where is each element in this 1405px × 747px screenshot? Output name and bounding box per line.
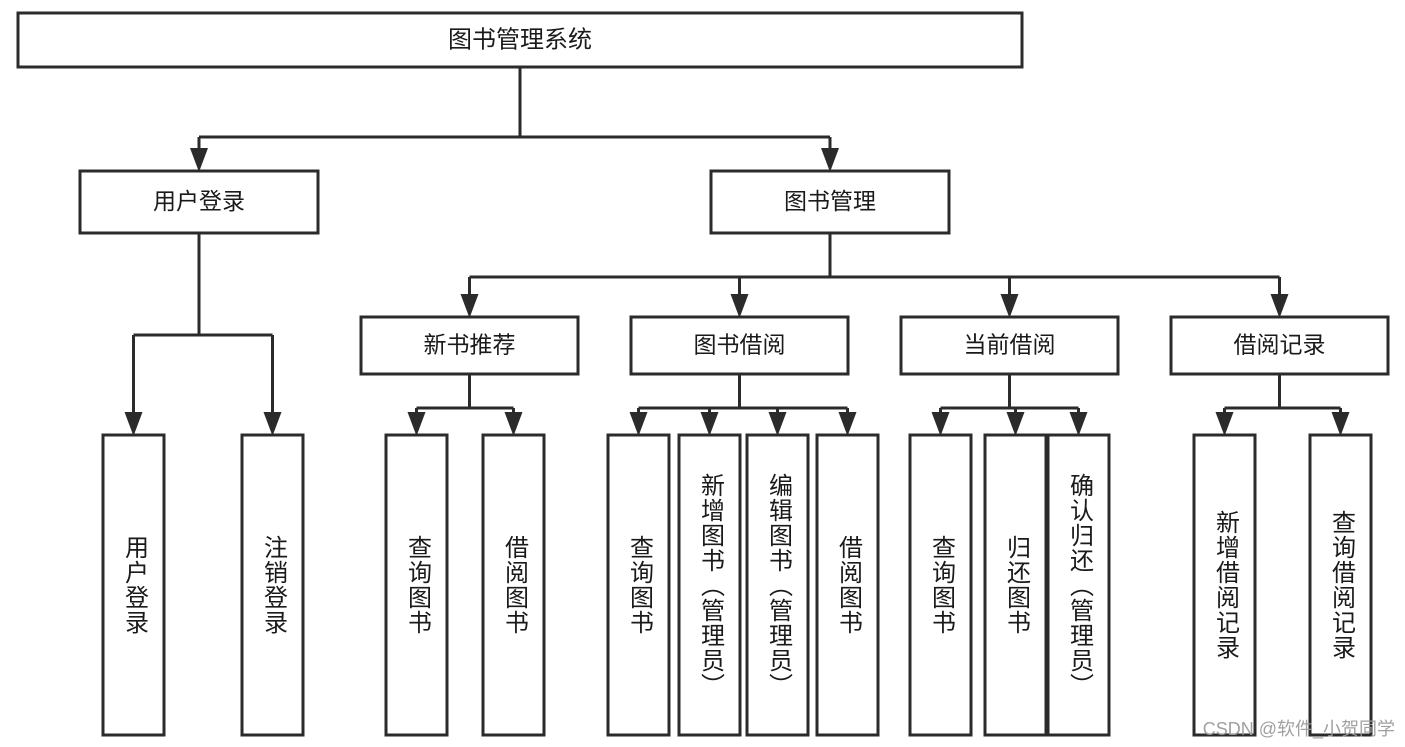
node-leaf-query-book-3[interactable] xyxy=(908,433,973,737)
node-box-leaf-query-book-2 xyxy=(606,433,671,737)
node-label-book-manage: 图书管理 xyxy=(784,188,876,214)
connector-edge-newbook-to-leaves xyxy=(407,374,523,436)
node-box-leaf-query-book-3 xyxy=(908,433,973,737)
node-leaf-borrow-book-2[interactable] xyxy=(815,433,880,737)
node-leaf-return-book[interactable] xyxy=(983,433,1048,737)
node-leaf-borrow-book-1[interactable] xyxy=(481,433,546,737)
node-box-leaf-query-record xyxy=(1308,433,1373,737)
node-box-leaf-borrow-book-1 xyxy=(481,433,546,737)
node-label-borrow-record: 借阅记录 xyxy=(1234,332,1326,358)
node-label-new-book-rec: 新书推荐 xyxy=(424,332,516,358)
node-label-root: 图书管理系统 xyxy=(448,26,592,53)
connector-edge-borrowrecord-to-leaves xyxy=(1215,374,1350,436)
node-label-user-login: 用户登录 xyxy=(153,188,245,214)
node-leaf-query-record[interactable] xyxy=(1308,433,1373,737)
node-label-book-borrow: 图书借阅 xyxy=(694,332,786,358)
node-leaf-edit-book[interactable] xyxy=(745,433,810,737)
node-box-leaf-add-book xyxy=(677,433,742,737)
node-box-current-borrow xyxy=(899,315,1120,376)
node-leaf-user-login[interactable] xyxy=(101,433,166,737)
node-box-book-manage xyxy=(709,169,951,235)
node-new-book-rec[interactable]: 新书推荐 xyxy=(359,315,580,376)
node-book-borrow[interactable]: 图书借阅 xyxy=(629,315,850,376)
connector-edge-bookborrow-to-leaves xyxy=(629,374,857,436)
node-user-login[interactable]: 用户登录 xyxy=(78,169,320,235)
node-box-leaf-user-login xyxy=(101,433,166,737)
watermark-text: CSDN @软件_小贺同学 xyxy=(1202,719,1395,739)
node-box-leaf-query-book-1 xyxy=(384,433,449,737)
connectors-layer xyxy=(124,67,1350,436)
node-leaf-query-book-2[interactable] xyxy=(606,433,671,737)
connector-edge-bookmanage-to-level3 xyxy=(460,233,1289,318)
node-box-borrow-record xyxy=(1169,315,1390,376)
connector-edge-booklogin-to-leaves xyxy=(124,233,282,436)
node-box-leaf-logout xyxy=(240,433,305,737)
node-book-manage[interactable]: 图书管理 xyxy=(709,169,951,235)
node-box-root xyxy=(16,11,1024,69)
node-box-leaf-borrow-book-2 xyxy=(815,433,880,737)
node-box-new-book-rec xyxy=(359,315,580,376)
node-borrow-record[interactable]: 借阅记录 xyxy=(1169,315,1390,376)
node-label-current-borrow: 当前借阅 xyxy=(964,332,1056,358)
node-leaf-logout[interactable] xyxy=(240,433,305,737)
node-root[interactable]: 图书管理系统 xyxy=(16,11,1024,69)
node-box-leaf-return-book xyxy=(983,433,1048,737)
connector-edge-root-to-level2 xyxy=(190,67,839,172)
node-box-user-login xyxy=(78,169,320,235)
node-current-borrow[interactable]: 当前借阅 xyxy=(899,315,1120,376)
node-box-leaf-edit-book xyxy=(745,433,810,737)
node-leaf-add-record[interactable] xyxy=(1192,433,1257,737)
connector-edge-currentborrow-to-leaves xyxy=(931,374,1088,436)
node-leaf-query-book-1[interactable] xyxy=(384,433,449,737)
node-box-book-borrow xyxy=(629,315,850,376)
node-leaf-confirm-return[interactable] xyxy=(1046,433,1111,737)
node-box-leaf-add-record xyxy=(1192,433,1257,737)
node-box-leaf-confirm-return xyxy=(1046,433,1111,737)
node-leaf-add-book[interactable] xyxy=(677,433,742,737)
